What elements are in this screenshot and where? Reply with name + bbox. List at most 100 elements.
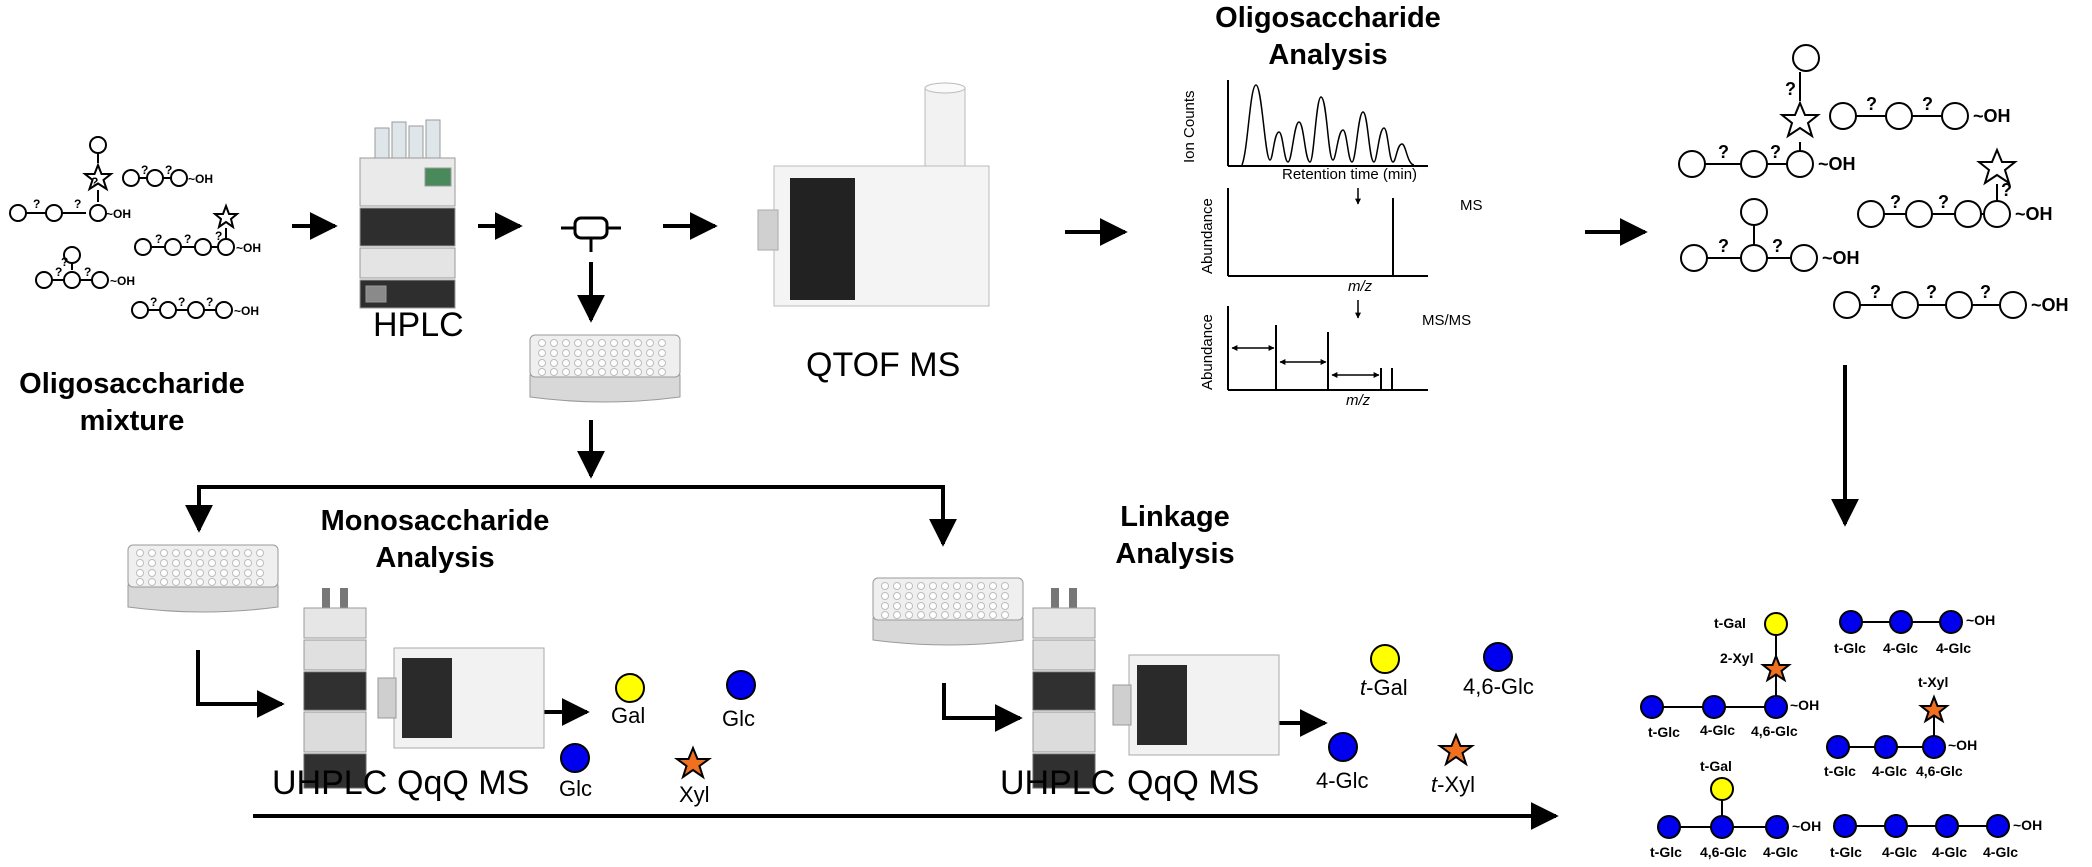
q-mark: ? xyxy=(55,265,62,279)
q-mark: ? xyxy=(74,197,81,211)
s1-t-glc: t-Glc xyxy=(1648,724,1680,740)
s3-oh: ~OH xyxy=(1948,737,1978,753)
ylabel-abundance-msms: Abundance xyxy=(1199,314,1216,390)
s3-46-glc: 4,6-Glc xyxy=(1916,763,1963,779)
oligo-mixture-title: Oligosaccharide mixture xyxy=(19,368,245,437)
oligosaccharide-mixture-glycans-3 xyxy=(212,203,240,239)
q-mark: ? xyxy=(155,232,162,246)
glc-label: Glc xyxy=(722,706,755,731)
oh-mark: ~OH xyxy=(1818,154,1856,174)
glc-node xyxy=(1764,695,1788,719)
glc46-symbol xyxy=(1483,642,1513,672)
glc-node xyxy=(1874,735,1898,759)
q-mark: ? xyxy=(215,229,222,243)
oh-mark: ~OH xyxy=(188,172,213,186)
ylabel-abundance-ms: Abundance xyxy=(1199,198,1216,274)
glc-node xyxy=(1889,610,1913,634)
xyl-symbol xyxy=(673,745,713,780)
q-mark: ? xyxy=(1926,282,1937,302)
linkage-analysis-title: Linkage Analysis xyxy=(1115,501,1235,570)
t-xyl-symbol xyxy=(1436,732,1476,767)
qqq-label-linkage: QqQ MS xyxy=(1127,764,1260,802)
oh-mark: ~OH xyxy=(106,207,131,221)
uhplc-instrument-mono xyxy=(303,587,367,789)
t-xyl-label: t-Xyl xyxy=(1431,772,1475,798)
oh-mark: ~OH xyxy=(2031,295,2069,315)
spectra-arrows xyxy=(1231,188,1380,378)
well-plate-linkage xyxy=(872,577,1024,646)
s4-46-glc: 4,6-Glc xyxy=(1700,844,1747,860)
q-mark: ? xyxy=(165,163,172,177)
s2-oh: ~OH xyxy=(1966,612,1996,628)
q-mark: ? xyxy=(1870,282,1881,302)
s1-t-gal: t-Gal xyxy=(1714,615,1746,631)
q-mark: ? xyxy=(1938,192,1949,212)
glc-node xyxy=(1935,814,1959,838)
ms-tag: MS xyxy=(1460,197,1483,214)
q-mark: ? xyxy=(1772,236,1783,256)
s1-46-glc: 4,6-Glc xyxy=(1751,723,1798,739)
q-mark: ? xyxy=(141,163,148,177)
glc-node xyxy=(1702,695,1726,719)
xyl-node xyxy=(1918,694,1950,724)
q-mark: ? xyxy=(91,175,98,189)
q-mark: ? xyxy=(1718,236,1729,256)
glc-label-2: Glc xyxy=(559,776,592,801)
t-xyl-prefix: t xyxy=(1431,772,1438,797)
s5-4-glc: 4-Glc xyxy=(1882,844,1918,860)
t-gal-prefix: t xyxy=(1360,675,1367,700)
uhplc-instrument-linkage xyxy=(1032,587,1096,789)
gal-symbol xyxy=(615,673,645,703)
qqq-instrument-mono xyxy=(377,647,545,749)
q-mark: ? xyxy=(2001,180,2012,200)
s5-t-glc: t-Glc xyxy=(1830,844,1862,860)
xlabel-mz-msms: m/z xyxy=(1346,392,1371,409)
chromatogram-trace xyxy=(1241,84,1415,166)
glc-symbol xyxy=(726,670,756,700)
xyl-node xyxy=(1760,653,1792,683)
msms-tag: MS/MS xyxy=(1422,312,1472,329)
s3-t-xyl: t-Xyl xyxy=(1918,674,1949,690)
unknown-glycan-structures xyxy=(1678,44,2027,319)
glc-node xyxy=(1986,814,2010,838)
s4-oh: ~OH xyxy=(1792,818,1822,834)
oh-mark: ~OH xyxy=(2015,204,2053,224)
oligosaccharide-mixture-glycans xyxy=(9,136,235,319)
q-mark: ? xyxy=(1980,282,1991,302)
q-mark: ? xyxy=(33,197,40,211)
flow-splitter xyxy=(561,216,621,252)
linkage-symbols xyxy=(1328,642,1513,767)
oligo-analysis-title: Oligosaccharide Analysis xyxy=(1215,2,1441,71)
flow-arrows-bottom xyxy=(185,485,1559,830)
q-mark: ? xyxy=(1770,142,1781,162)
gal-node xyxy=(1710,777,1734,801)
oh-mark: ~OH xyxy=(1973,106,2011,126)
glc-node xyxy=(1826,735,1850,759)
q-mark: ? xyxy=(1866,94,1877,114)
oh-mark: ~OH xyxy=(236,241,261,255)
q-mark: ? xyxy=(1785,79,1796,99)
mono-symbols xyxy=(560,670,756,780)
qtof-instrument xyxy=(757,82,990,307)
s1-oh: ~OH xyxy=(1790,697,1820,713)
qqq-instrument-linkage xyxy=(1112,654,1280,756)
s4-t-glc: t-Glc xyxy=(1650,844,1682,860)
s2-t-glc: t-Glc xyxy=(1834,640,1866,656)
mono-analysis-title: Monosaccharide Analysis xyxy=(320,505,550,574)
t-gal-label: t-Gal xyxy=(1360,675,1408,701)
glc-node xyxy=(1833,814,1857,838)
gal-node xyxy=(1764,612,1788,636)
uhplc-label-linkage: UHPLC xyxy=(1000,764,1116,802)
glc-node xyxy=(1922,735,1946,759)
glc-node xyxy=(1765,815,1789,839)
s1-4-glc: 4-Glc xyxy=(1700,722,1736,738)
well-plate-top xyxy=(529,334,681,403)
s3-t-glc: t-Glc xyxy=(1824,763,1856,779)
xlabel-retention-time: Retention time (min) xyxy=(1282,166,1418,183)
q-mark: ? xyxy=(178,295,185,309)
xlabel-mz-ms: m/z xyxy=(1348,278,1373,295)
qqq-label-mono: QqQ MS xyxy=(397,764,530,802)
q-mark: ? xyxy=(61,255,68,269)
hplc-label: HPLC xyxy=(373,306,464,344)
